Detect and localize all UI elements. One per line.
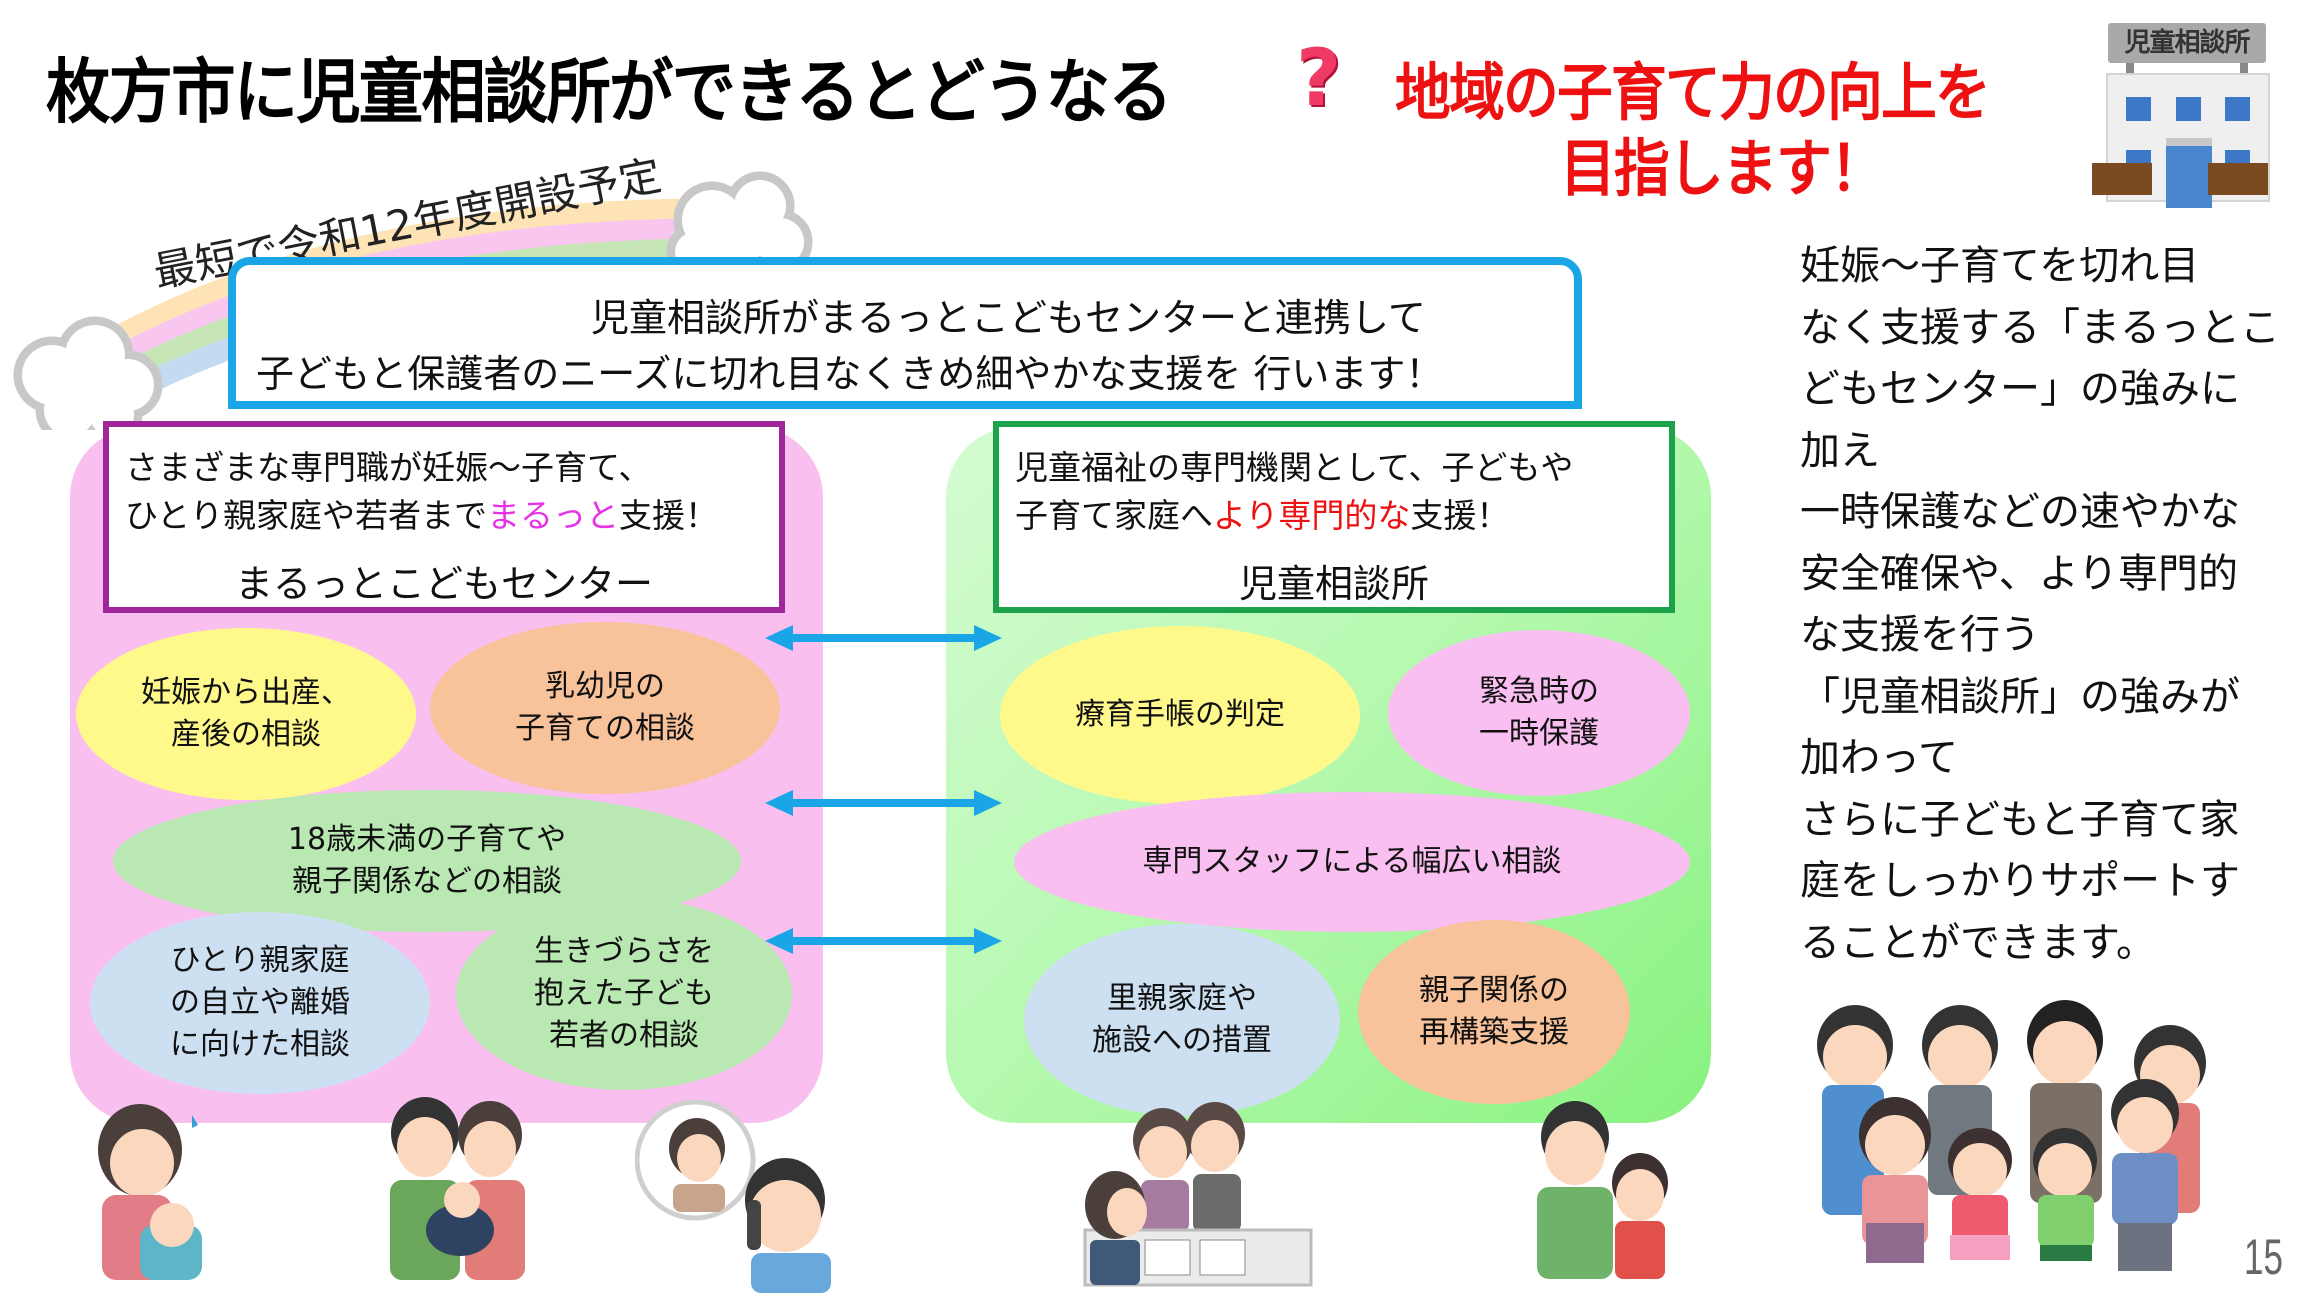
service-temporary-protection: 緊急時の一時保護	[1388, 630, 1690, 796]
sign-pole	[2240, 63, 2248, 75]
summary-line: 安全確保や、より専門的	[1800, 550, 2238, 597]
service-text: 専門スタッフによる幅広い相談	[1142, 844, 1562, 879]
child-guidance-center-building-icon: 児童相談所	[2092, 23, 2270, 208]
child-guidance-center-name: 児童相談所	[1238, 562, 1429, 606]
text: 子育て家庭へ	[1015, 496, 1213, 535]
marutto-description-line1: さまざまな専門職が妊娠～子育て、	[125, 448, 652, 487]
double-arrow-icon	[765, 928, 1002, 954]
double-arrow-icon	[765, 790, 1002, 816]
text: ひとり親家庭や若者まで	[125, 496, 488, 535]
service-text: 施設への措置	[1092, 1023, 1272, 1058]
building-sign: 児童相談所	[2108, 23, 2266, 63]
diverse-families-group-illustration	[1817, 1000, 2206, 1271]
service-pregnancy-consultation: 妊娠から出産、産後の相談	[76, 628, 416, 800]
service-youth-consultation: 生きづらさを抱えた子ども若者の相談	[456, 898, 792, 1090]
service-text: 妊娠から出産、	[141, 675, 351, 710]
intro-box: 児童相談所がまるっとこどもセンターと連携して 子どもと保護者のニーズに切れ目なく…	[228, 257, 1582, 409]
rainbow-band-orange	[54, 198, 761, 380]
text: 支援！	[1410, 496, 1510, 535]
highlight-text: より専門的な	[1213, 496, 1411, 535]
service-text: 乳幼児の	[545, 669, 665, 704]
service-text: 一時保護	[1479, 716, 1599, 751]
summary-line: なく支援する「まるっとこ	[1800, 304, 2280, 351]
service-text: 里親家庭や	[1107, 981, 1257, 1016]
service-foster-placement: 里親家庭や施設への措置	[1024, 924, 1340, 1116]
service-family-rebuilding: 親子関係の再構築支援	[1358, 920, 1630, 1104]
service-specialist-consultation: 専門スタッフによる幅広い相談	[1014, 792, 1690, 932]
summary-line: 庭をしっかりサポートす	[1800, 858, 2240, 904]
center-description-line2: 子育て家庭へより専門的な支援！	[1015, 489, 1509, 537]
service-text: ひとり親家庭	[170, 943, 350, 978]
goal-headline-line1: 地域の子育て力の向上を	[1395, 56, 1991, 129]
service-under18-consultation: 18歳未満の子育てや親子関係などの相談	[113, 790, 741, 932]
intro-line1: 児童相談所がまるっとこどもセンターと連携して	[591, 296, 1426, 340]
sign-pole	[2126, 63, 2134, 75]
window-icon	[2225, 97, 2250, 121]
service-text: 抱えた子ども	[534, 976, 714, 1011]
window-icon	[2126, 97, 2151, 121]
service-text: に向けた相談	[170, 1027, 350, 1062]
planter-icon	[2092, 163, 2152, 195]
counter-consultation-illustration	[1083, 1102, 1313, 1287]
marutto-description-line2: ひとり親家庭や若者までまるっと支援！	[125, 489, 718, 537]
question-mark-icon: ?	[1296, 34, 1342, 124]
summary-line: さらに子どもと子育て家	[1800, 796, 2240, 843]
service-text: 子育ての相談	[515, 711, 695, 746]
summary-line: 一時保護などの速やかな	[1800, 489, 2240, 535]
service-infant-consultation: 乳幼児の子育ての相談	[430, 622, 780, 794]
intro-line2: 子どもと保護者のニーズに切れ目なくきめ細やかな支援を 行います！	[256, 352, 1444, 396]
marutto-center-header: さまざまな専門職が妊娠～子育て、 ひとり親家庭や若者までまるっと支援！ まるっと…	[103, 421, 785, 613]
slide-title: 枚方市に児童相談所ができるとどうなる	[46, 51, 1173, 133]
service-disability-certificate: 療育手帳の判定	[1000, 626, 1360, 804]
service-text: 再構築支援	[1419, 1015, 1569, 1050]
door-icon	[2166, 138, 2212, 208]
phone-consultation-illustration	[635, 1099, 831, 1293]
service-text: 親子関係の	[1419, 973, 1569, 1008]
summary-text: 妊娠～子育てを切れ目 なく支援する「まるっとこ どもセンター」の強みに 加え 一…	[1800, 236, 2300, 974]
service-text: 18歳未満の子育てや	[287, 822, 567, 857]
highlight-text: まるっと	[487, 496, 620, 535]
father-and-child-illustration	[1537, 1101, 1668, 1279]
planter-icon	[2208, 163, 2268, 195]
service-text: 生きづらさを	[534, 934, 714, 969]
service-text: の自立や離婚	[170, 985, 350, 1020]
center-description-line1: 児童福祉の専門機関として、子どもや	[1015, 448, 1574, 487]
summary-line: 妊娠～子育てを切れ目	[1800, 243, 2200, 289]
service-text: 産後の相談	[171, 717, 321, 752]
double-arrow-icon	[765, 625, 1002, 651]
service-text: 緊急時の	[1479, 674, 1599, 709]
summary-line: どもセンター」の強みに	[1800, 366, 2240, 412]
summary-line: ることができます。	[1800, 919, 2156, 966]
service-text: 療育手帳の判定	[1075, 697, 1285, 732]
summary-line: 加え	[1800, 427, 1880, 474]
service-single-parent-consultation: ひとり親家庭の自立や離婚に向けた相談	[90, 912, 430, 1094]
parents-with-baby-illustration	[390, 1097, 525, 1280]
service-text: 親子関係などの相談	[292, 864, 562, 899]
window-icon	[2176, 97, 2201, 121]
service-text: 若者の相談	[549, 1018, 699, 1053]
page-number: 15	[2244, 1229, 2283, 1285]
child-guidance-center-header: 児童福祉の専門機関として、子どもや 子育て家庭へより専門的な支援！ 児童相談所	[993, 421, 1675, 613]
marutto-center-name: まるっとこどもセンター	[234, 562, 653, 606]
text: 支援！	[619, 496, 719, 535]
summary-line: な支援を行う	[1800, 612, 2040, 658]
goal-headline-line2: 目指します！	[1560, 132, 1886, 205]
worried-mother-with-crying-baby-illustration	[98, 1104, 202, 1280]
summary-line: 加わって	[1800, 735, 1958, 781]
summary-line: 「児童相談所」の強みが	[1800, 673, 2240, 720]
